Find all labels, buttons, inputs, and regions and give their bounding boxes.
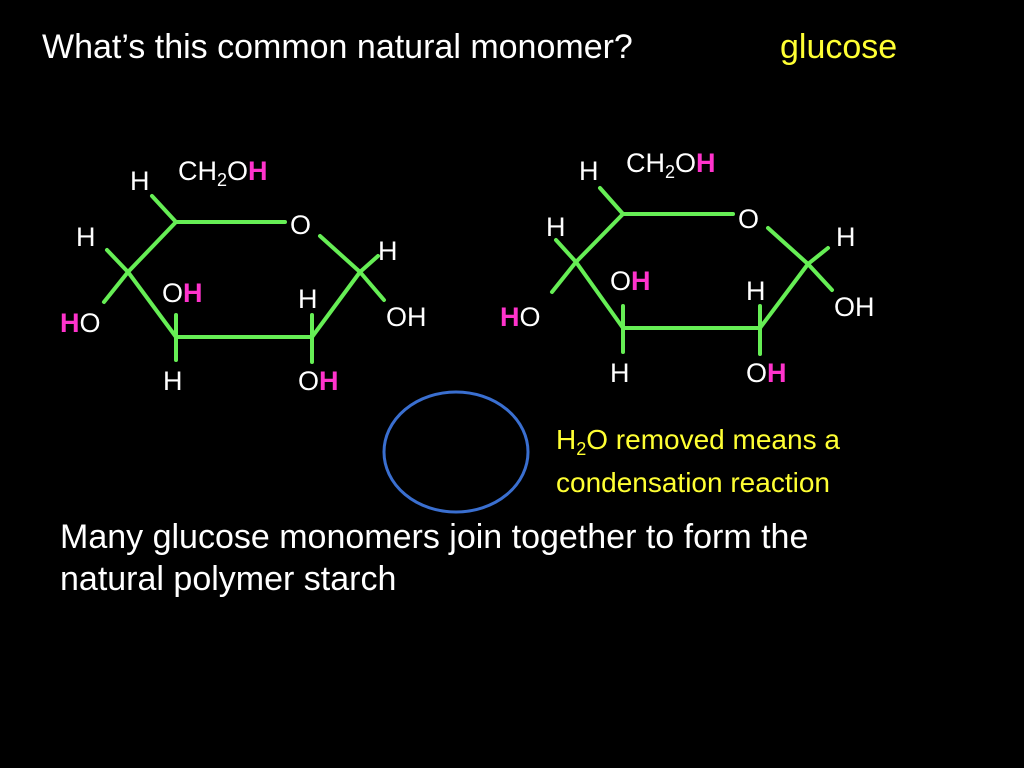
bond <box>806 262 834 292</box>
caption-line-2: natural polymer starch <box>60 560 397 598</box>
ho-oxygen: O <box>79 308 101 338</box>
note-line-2: condensation reaction <box>556 467 830 498</box>
bond <box>554 238 578 264</box>
bond <box>758 262 810 330</box>
oh-mid-oxygen: O <box>162 278 184 308</box>
right-molecule-bonds <box>550 186 834 356</box>
ch2-hydrogen-highlight: H <box>696 148 716 178</box>
oh-bottom-oxygen: O <box>746 358 768 388</box>
left-group-ch2oh: CH2OH <box>178 156 268 190</box>
ch2-subscript: 2 <box>217 170 228 190</box>
left-atom-ring-o: O <box>290 210 312 240</box>
right-group-oh-bottom: OH <box>746 360 787 387</box>
left-group-oh-mid: OH <box>162 280 203 307</box>
right-atom-h-left: H <box>546 212 566 242</box>
note-subscript: 2 <box>576 439 587 459</box>
oh-mid-oxygen: O <box>610 266 632 296</box>
bond <box>358 254 380 274</box>
oh-mid-hydrogen-highlight: H <box>183 278 203 308</box>
bond <box>150 194 178 224</box>
bond <box>318 234 362 274</box>
ch2-hydrogen-highlight: H <box>248 156 268 186</box>
bond <box>550 260 578 294</box>
note-h: H <box>556 424 577 455</box>
bond <box>102 270 130 304</box>
bond <box>598 186 625 216</box>
left-atom-h-bottom: H <box>163 366 183 396</box>
right-group-oh-right: OH <box>834 292 875 322</box>
note-rest: O removed means a <box>586 424 840 455</box>
left-molecule-bonds <box>102 194 386 364</box>
left-group-oh-right: OH <box>386 302 427 332</box>
right-atom-ring-o: O <box>738 204 760 234</box>
right-group-ho: HO <box>500 304 541 331</box>
left-atom-h-mid: H <box>298 284 318 314</box>
caption-line-1: Many glucose monomers join together to f… <box>60 518 809 556</box>
left-group-oh-bottom: OH <box>298 368 339 395</box>
right-atom-h-mid: H <box>746 276 766 306</box>
left-group-ho: HO <box>60 310 101 337</box>
right-atom-h-bottom: H <box>610 358 630 388</box>
bond <box>766 226 810 266</box>
ho-hydrogen-highlight: H <box>60 308 80 338</box>
ch2-subscript: 2 <box>665 162 676 182</box>
bond <box>310 270 362 339</box>
right-atom-h-right: H <box>836 222 856 252</box>
ch2-oxygen: O <box>227 156 249 186</box>
bond <box>574 212 625 264</box>
bond <box>105 248 130 274</box>
ch2-oxygen: O <box>675 148 697 178</box>
oh-bottom-hydrogen-highlight: H <box>319 366 339 396</box>
right-group-ch2oh: CH2OH <box>626 148 716 182</box>
condensation-note: H2O removed means a condensation reactio… <box>556 420 840 503</box>
bond <box>358 270 386 302</box>
bond <box>806 246 830 266</box>
question-title: What’s this common natural monomer? <box>42 28 633 66</box>
left-atom-h-top: H <box>130 166 150 196</box>
right-atom-h-top: H <box>579 156 599 186</box>
bond <box>126 220 178 274</box>
left-atom-h-right: H <box>378 236 398 266</box>
bond <box>574 260 625 330</box>
ho-oxygen: O <box>519 302 541 332</box>
answer-text: glucose <box>780 28 898 66</box>
oh-mid-hydrogen-highlight: H <box>631 266 651 296</box>
left-atom-h-left: H <box>76 222 96 252</box>
oh-bottom-oxygen: O <box>298 366 320 396</box>
water-removed-circle <box>382 390 530 514</box>
ch2-label: CH <box>178 156 217 186</box>
starch-caption: Many glucose monomers join together to f… <box>60 516 960 600</box>
ho-hydrogen-highlight: H <box>500 302 520 332</box>
bond <box>126 270 178 339</box>
oh-bottom-hydrogen-highlight: H <box>767 358 787 388</box>
ch2-label: CH <box>626 148 665 178</box>
right-group-oh-mid: OH <box>610 268 651 295</box>
note-line-1: H2O removed means a <box>556 420 840 463</box>
